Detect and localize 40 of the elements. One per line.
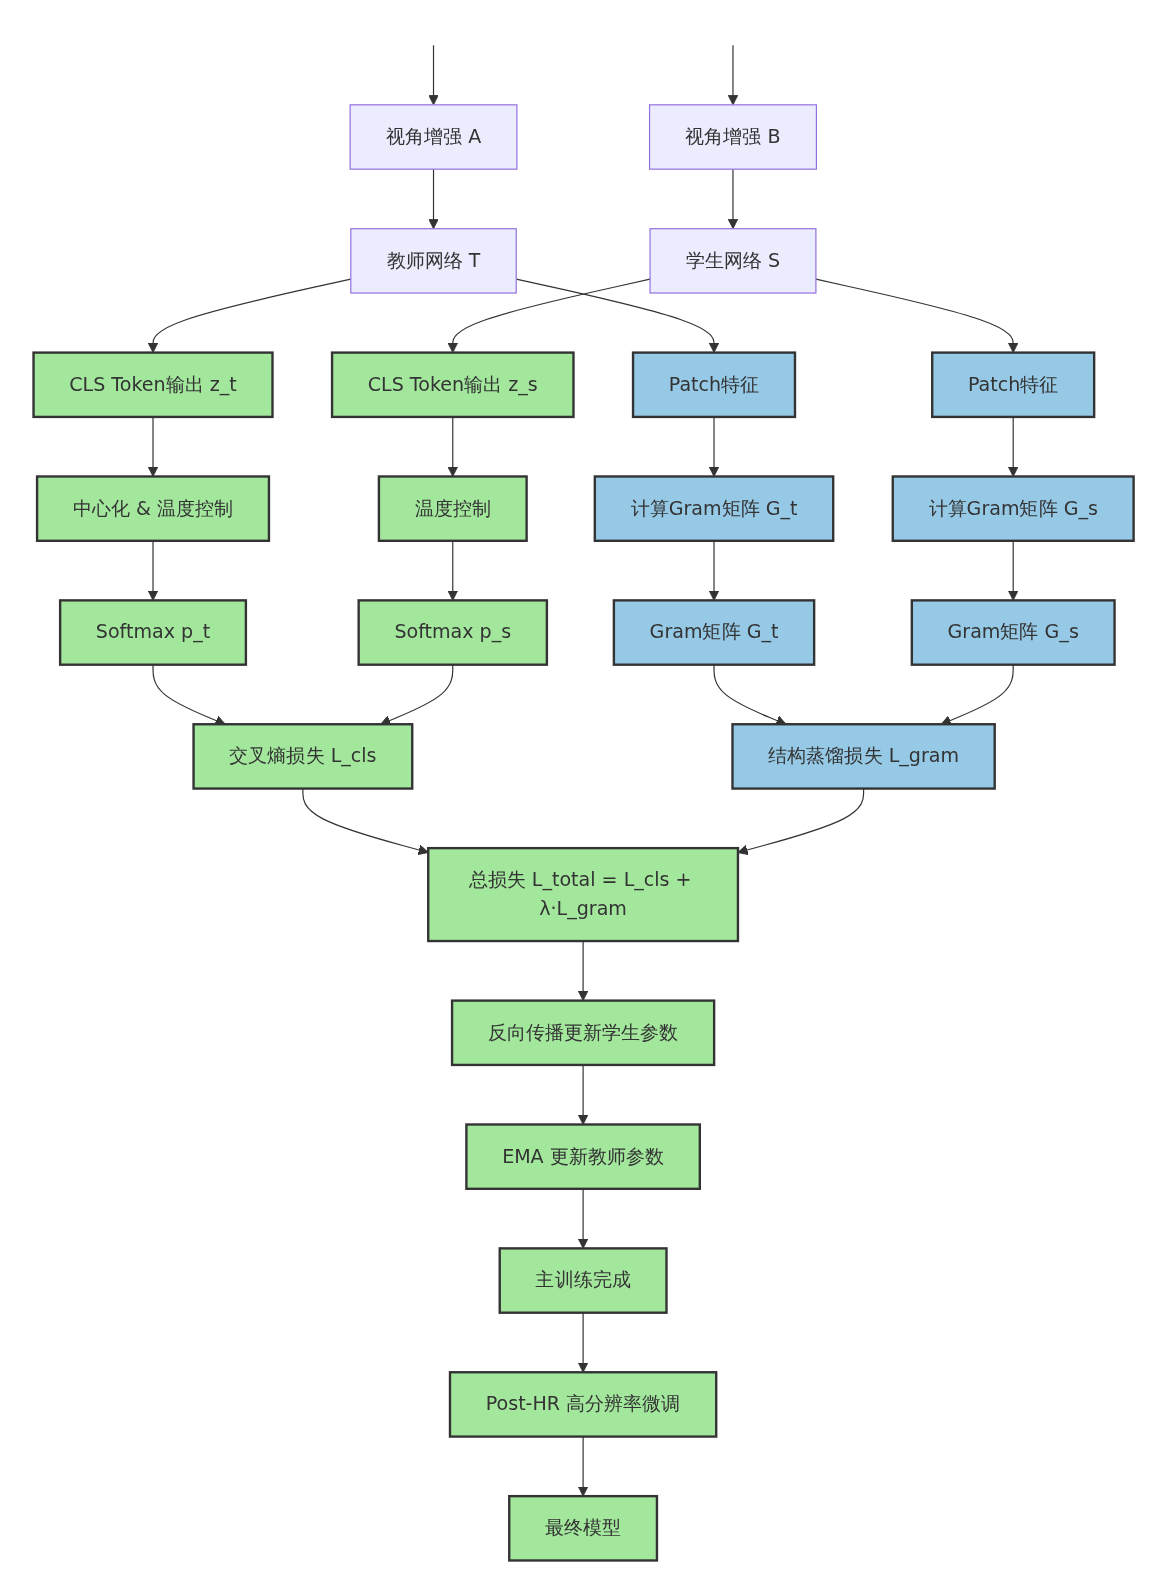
node-box: Post-HR 高分辨率微调 [449,1371,718,1438]
node-box: 总损失 L_total = L_cls + λ·L_gram [427,846,740,943]
node-box: CLS Token输出 z_s [331,351,576,419]
node-box: 结构蒸馏损失 L_gram [731,723,997,790]
arrow [447,540,459,601]
node-box: 中心化 & 温度控制 [36,475,271,542]
arrow [728,168,739,230]
arrow [709,540,720,601]
node-box: Softmax p_t [59,599,248,666]
node-box: 反向传播更新学生参数 [451,999,716,1067]
arrow [578,1064,589,1125]
arrow [1008,416,1019,477]
node-box: 视角增强 A [349,104,518,170]
arrow [148,416,159,477]
node-box: 最终模型 [508,1494,659,1562]
node-box: Softmax p_s [357,599,549,666]
node-box: Patch特征 [931,351,1096,419]
node-box: 视角增强 B [649,104,818,170]
arrow [447,416,459,477]
node-box: 交叉熵损失 L_cls [192,723,414,790]
arrow [578,1436,589,1497]
node-box: 计算Gram矩阵 G_s [892,475,1136,542]
arrow [578,1312,589,1373]
arrow [728,44,739,106]
node-box: 主训练完成 [498,1247,669,1314]
arrow [428,168,440,230]
node-box: Gram矩阵 G_t [613,599,816,666]
arrow [148,540,159,601]
node-box: Patch特征 [632,351,797,419]
node-box: EMA 更新教师参数 [465,1123,702,1190]
node-box: 计算Gram矩阵 G_t [594,475,835,542]
node-box: 温度控制 [378,475,529,542]
node-box: Gram矩阵 G_s [911,599,1117,666]
node-box: CLS Token输出 z_t [32,351,275,419]
node-box: 教师网络 T [350,228,518,294]
arrow [578,1188,589,1249]
node-box: 学生网络 S [649,228,817,294]
arrow [1008,540,1019,601]
arrow [709,416,720,477]
arrow [428,44,440,106]
